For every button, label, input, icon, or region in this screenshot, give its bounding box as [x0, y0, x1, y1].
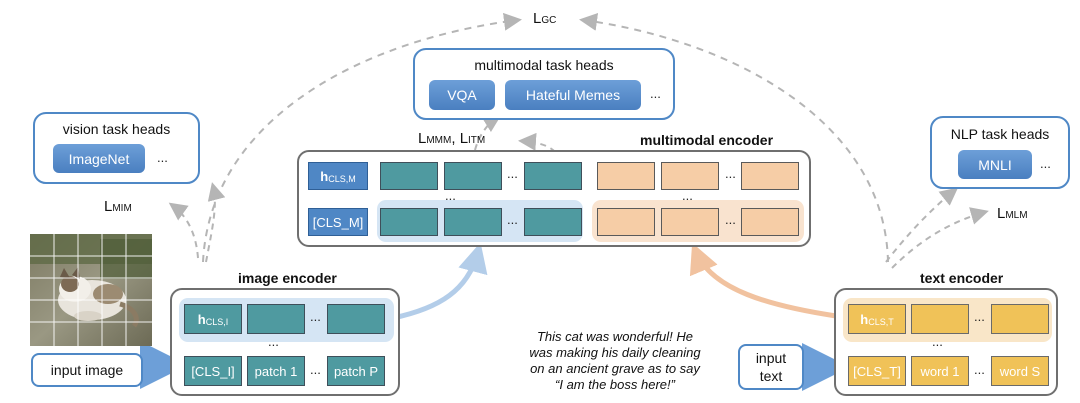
mm-top-ellipsis-1: ...	[507, 166, 518, 181]
vision-heads-more: ...	[157, 150, 168, 165]
quote-line-2: was making his daily cleaning	[529, 345, 701, 360]
loss-mmm-sub: MMM	[426, 135, 452, 146]
text-bottom-ellipsis: ...	[974, 362, 985, 377]
image-patch-hidden-p	[327, 304, 385, 334]
mm-image-hidden-3	[524, 162, 582, 190]
loss-itm-sub: ITM	[468, 135, 486, 146]
nlp-task-heads: NLP task heads MNLI ...	[930, 116, 1070, 189]
quote-line-1: This cat was wonderful! He	[536, 329, 694, 344]
nlp-heads-more: ...	[1040, 156, 1051, 171]
input-cat-image	[30, 234, 152, 346]
loss-gc-base: L	[533, 10, 542, 27]
mm-cls-hidden-base: h	[320, 168, 329, 184]
loss-mim: LMIM	[104, 198, 132, 215]
text-mid-ellipsis: ...	[932, 334, 943, 349]
loss-gc: LGC	[533, 10, 556, 27]
input-text-label: input text	[738, 344, 804, 390]
mm-bottom-ellipsis-2: ...	[725, 212, 736, 227]
vision-head-arrow	[205, 182, 226, 263]
loss-mmm-base: L	[418, 130, 427, 147]
text-cls-hidden-sub: CLS,T	[868, 317, 894, 327]
loss-mlm-sub: MLM	[1005, 210, 1028, 221]
loss-mmm-itm: LMMM, LITM	[418, 130, 485, 147]
imagenet-head: ImageNet	[53, 144, 145, 173]
loss-mlm: LMLM	[997, 205, 1028, 222]
text-cls-token: [CLS_T]	[848, 356, 906, 386]
loss-mim-base: L	[104, 198, 113, 215]
multimodal-heads-more: ...	[650, 86, 661, 101]
nlp-heads-title: NLP task heads	[950, 126, 1050, 142]
mm-top-ellipsis-2: ...	[725, 166, 736, 181]
vision-task-heads: vision task heads ImageNet ...	[33, 112, 200, 184]
image-cls-token: [CLS_I]	[184, 356, 242, 386]
mm-text-hidden-2	[661, 162, 719, 190]
hateful-memes-head: Hateful Memes	[505, 80, 641, 110]
loss-itm-base: L	[459, 130, 469, 147]
image-bottom-ellipsis: ...	[310, 362, 321, 377]
mm-image-input-2	[444, 208, 502, 236]
multimodal-heads-title: multimodal task heads	[474, 57, 614, 73]
image-to-mm-arrow	[392, 242, 488, 321]
loss-gc-sub: GC	[541, 15, 557, 26]
mm-mid-ellipsis-1: ...	[445, 188, 456, 203]
image-top-ellipsis: ...	[310, 309, 321, 324]
mm-text-input-2	[661, 208, 719, 236]
mm-image-input-1	[380, 208, 438, 236]
patch-1-token: patch 1	[247, 356, 305, 386]
quote-line-4: “I am the boss here!”	[555, 377, 675, 392]
mm-cls-hidden-sub: CLS,M	[328, 174, 356, 184]
mm-image-hidden-2	[444, 162, 502, 190]
vision-heads-title: vision task heads	[62, 121, 171, 137]
quote-line-3: on an ancient grave as to say	[530, 361, 700, 376]
mm-cls-token: [CLS_M]	[308, 208, 368, 236]
text-to-mm-arrow	[689, 242, 837, 319]
patch-p-token: patch P	[327, 356, 385, 386]
mim-arrow	[168, 202, 199, 259]
text-cls-hidden-base: h	[860, 311, 869, 327]
text-word-hidden-s	[991, 304, 1049, 334]
image-cls-hidden-sub: CLS,I	[205, 317, 229, 327]
image-encoder-title: image encoder	[238, 270, 337, 286]
word-s-token: word S	[991, 356, 1049, 386]
cat-photo-graphic	[30, 234, 152, 346]
image-mid-ellipsis: ...	[268, 334, 279, 349]
mm-text-hidden-1	[597, 162, 655, 190]
loss-mlm-base: L	[997, 205, 1006, 222]
image-cls-hidden-base: h	[197, 311, 206, 327]
mm-text-hidden-3	[741, 162, 799, 190]
input-text-line-1: input	[755, 350, 787, 366]
multimodal-task-heads: multimodal task heads VQA Hateful Memes …	[413, 48, 675, 120]
word-1-token: word 1	[911, 356, 969, 386]
text-encoder-title: text encoder	[920, 270, 1004, 286]
nlp-head-arrow	[885, 187, 959, 263]
mm-image-hidden-1	[380, 162, 438, 190]
mm-text-input-1	[597, 208, 655, 236]
mm-image-input-3	[524, 208, 582, 236]
loss-mim-sub: MIM	[112, 203, 132, 214]
image-patch-hidden-1	[247, 304, 305, 334]
text-top-ellipsis: ...	[974, 309, 985, 324]
loss-sep: ,	[451, 130, 460, 147]
multimodal-encoder-title: multimodal encoder	[640, 132, 774, 148]
mnli-head: MNLI	[958, 150, 1032, 179]
input-text-line-2: text	[759, 368, 783, 384]
text-word-hidden-1	[911, 304, 969, 334]
mm-mid-ellipsis-2: ...	[682, 188, 693, 203]
input-image-label: input image	[31, 353, 143, 387]
mm-bottom-ellipsis-1: ...	[507, 212, 518, 227]
mlm-arrow	[891, 207, 989, 269]
vqa-head: VQA	[429, 80, 495, 110]
gc-arc-left	[202, 12, 522, 263]
gc-arc-right	[579, 12, 889, 263]
input-text-quote: This cat was wonderful! He was making hi…	[500, 329, 730, 393]
mm-text-input-3	[741, 208, 799, 236]
